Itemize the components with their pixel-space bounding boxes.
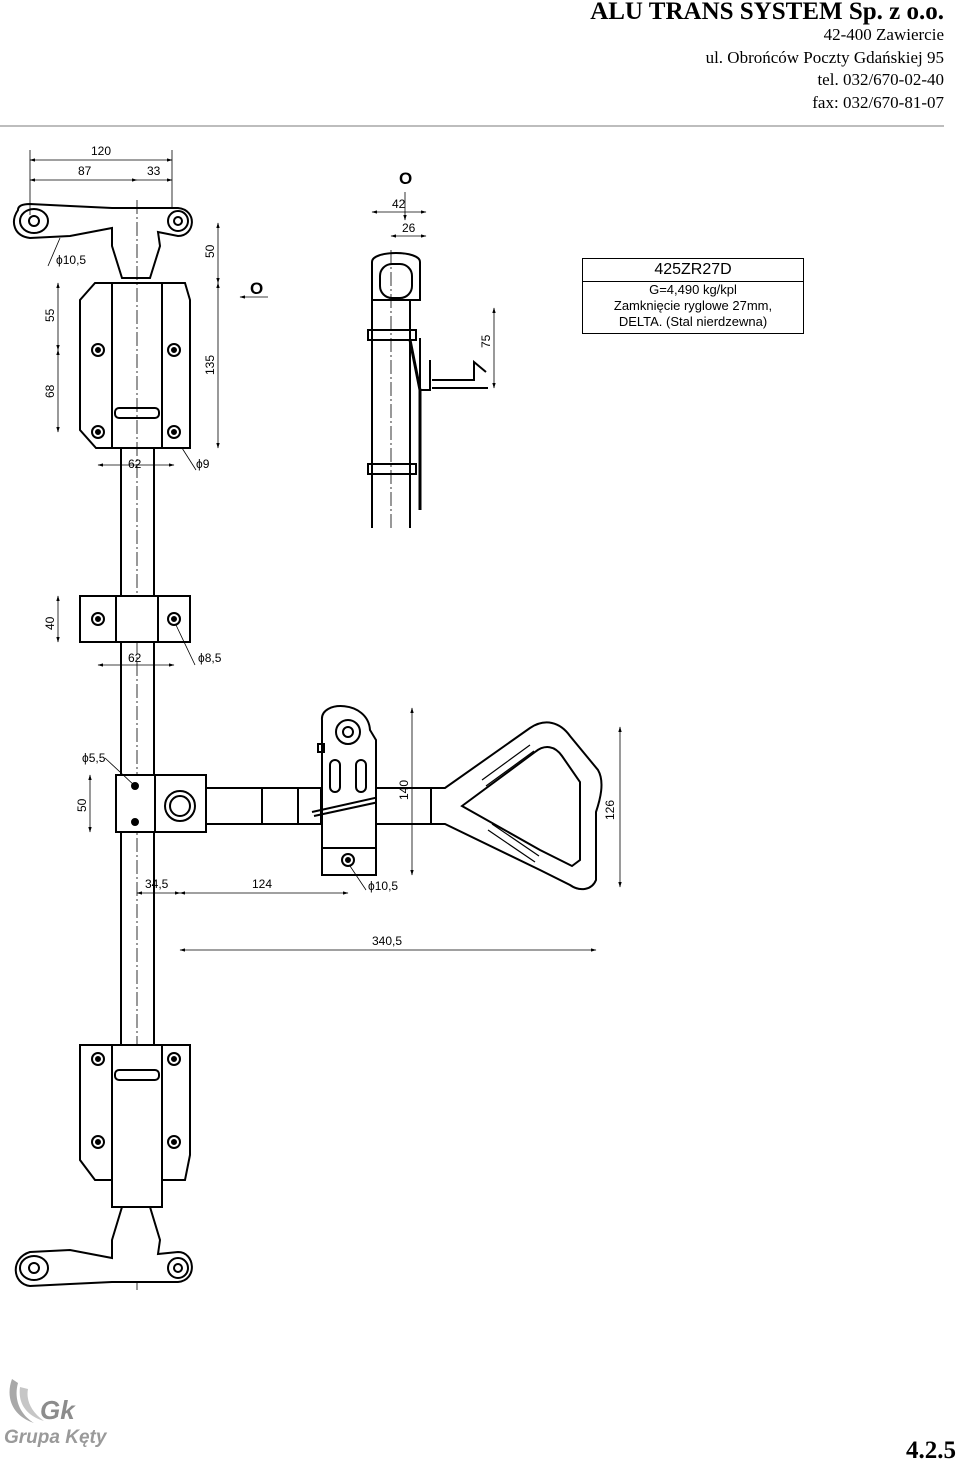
product-code: 425ZR27D [583, 259, 803, 282]
company-name: ALU TRANS SYSTEM Sp. z o.o. [590, 0, 944, 25]
dim-phi10-5-top: ϕ10,5 [56, 253, 86, 267]
product-weight: G=4,490 kg/kpl [649, 282, 737, 297]
dim-26: 26 [402, 221, 416, 235]
leader-lines [47, 237, 367, 891]
dim-87: 87 [78, 164, 92, 178]
dimension-lines [29, 150, 622, 952]
dim-120: 120 [91, 144, 111, 158]
grupa-kety-logo: Gk Grupa Kęty [4, 1375, 144, 1460]
side-view [367, 250, 488, 530]
dim-124: 124 [252, 877, 272, 891]
bottom-hinge-bracket [14, 1044, 193, 1288]
logo-mark-text: Gk [40, 1395, 76, 1425]
page-number: 4.2.5 [906, 1437, 956, 1464]
company-header: ALU TRANS SYSTEM Sp. z o.o. 42-400 Zawie… [590, 0, 944, 114]
company-street: ul. Obrońców Poczty Gdańskiej 95 [705, 47, 944, 67]
product-description-line1: Zamknięcie ryglowe 27mm, [613, 298, 773, 313]
dim-50-top: 50 [203, 244, 217, 258]
company-city: 42-400 Zawiercie [823, 25, 944, 44]
dim-135: 135 [203, 355, 217, 375]
gk-logo-mark: Gk [9, 1379, 76, 1425]
dim-phi5-5: ϕ5,5 [82, 751, 106, 765]
dim-55: 55 [43, 308, 57, 322]
dim-140: 140 [397, 780, 411, 800]
specification-box: 425ZR27D G=4,490 kg/kpl Zamknięcie ryglo… [582, 258, 804, 334]
dim-340-5: 340,5 [372, 934, 402, 948]
logo-name: Grupa Kęty [4, 1427, 107, 1448]
product-description-line2: DELTA. (Stal nierdzewna) [618, 314, 768, 329]
company-tel: tel. 032/670-02-40 [817, 70, 944, 89]
dim-75: 75 [479, 334, 493, 348]
header-divider [0, 125, 944, 127]
dim-62-top: 62 [128, 457, 142, 471]
dim-42: 42 [392, 197, 406, 211]
view-marker-side: O [399, 169, 412, 188]
dim-50-handle: 50 [75, 798, 89, 812]
dim-34-5: 34,5 [145, 877, 169, 891]
view-marker-front: O [250, 279, 263, 298]
handle-hub [115, 705, 603, 891]
middle-guide [79, 595, 191, 643]
dim-33: 33 [147, 164, 161, 178]
dim-68: 68 [43, 384, 57, 398]
dim-phi10-5-catch: ϕ10,5 [368, 879, 398, 893]
top-hinge-bracket [13, 202, 193, 449]
dim-40: 40 [43, 616, 57, 630]
dimension-labels: 120 87 33 50 55 68 135 62 ϕ9 ϕ10,5 42 26… [43, 144, 617, 948]
dim-phi9: ϕ9 [196, 457, 210, 471]
dim-62-middle: 62 [128, 651, 142, 665]
company-fax: fax: 032/670-81-07 [812, 92, 944, 112]
dim-phi8-5: ϕ8,5 [198, 651, 222, 665]
dim-126: 126 [603, 800, 617, 820]
